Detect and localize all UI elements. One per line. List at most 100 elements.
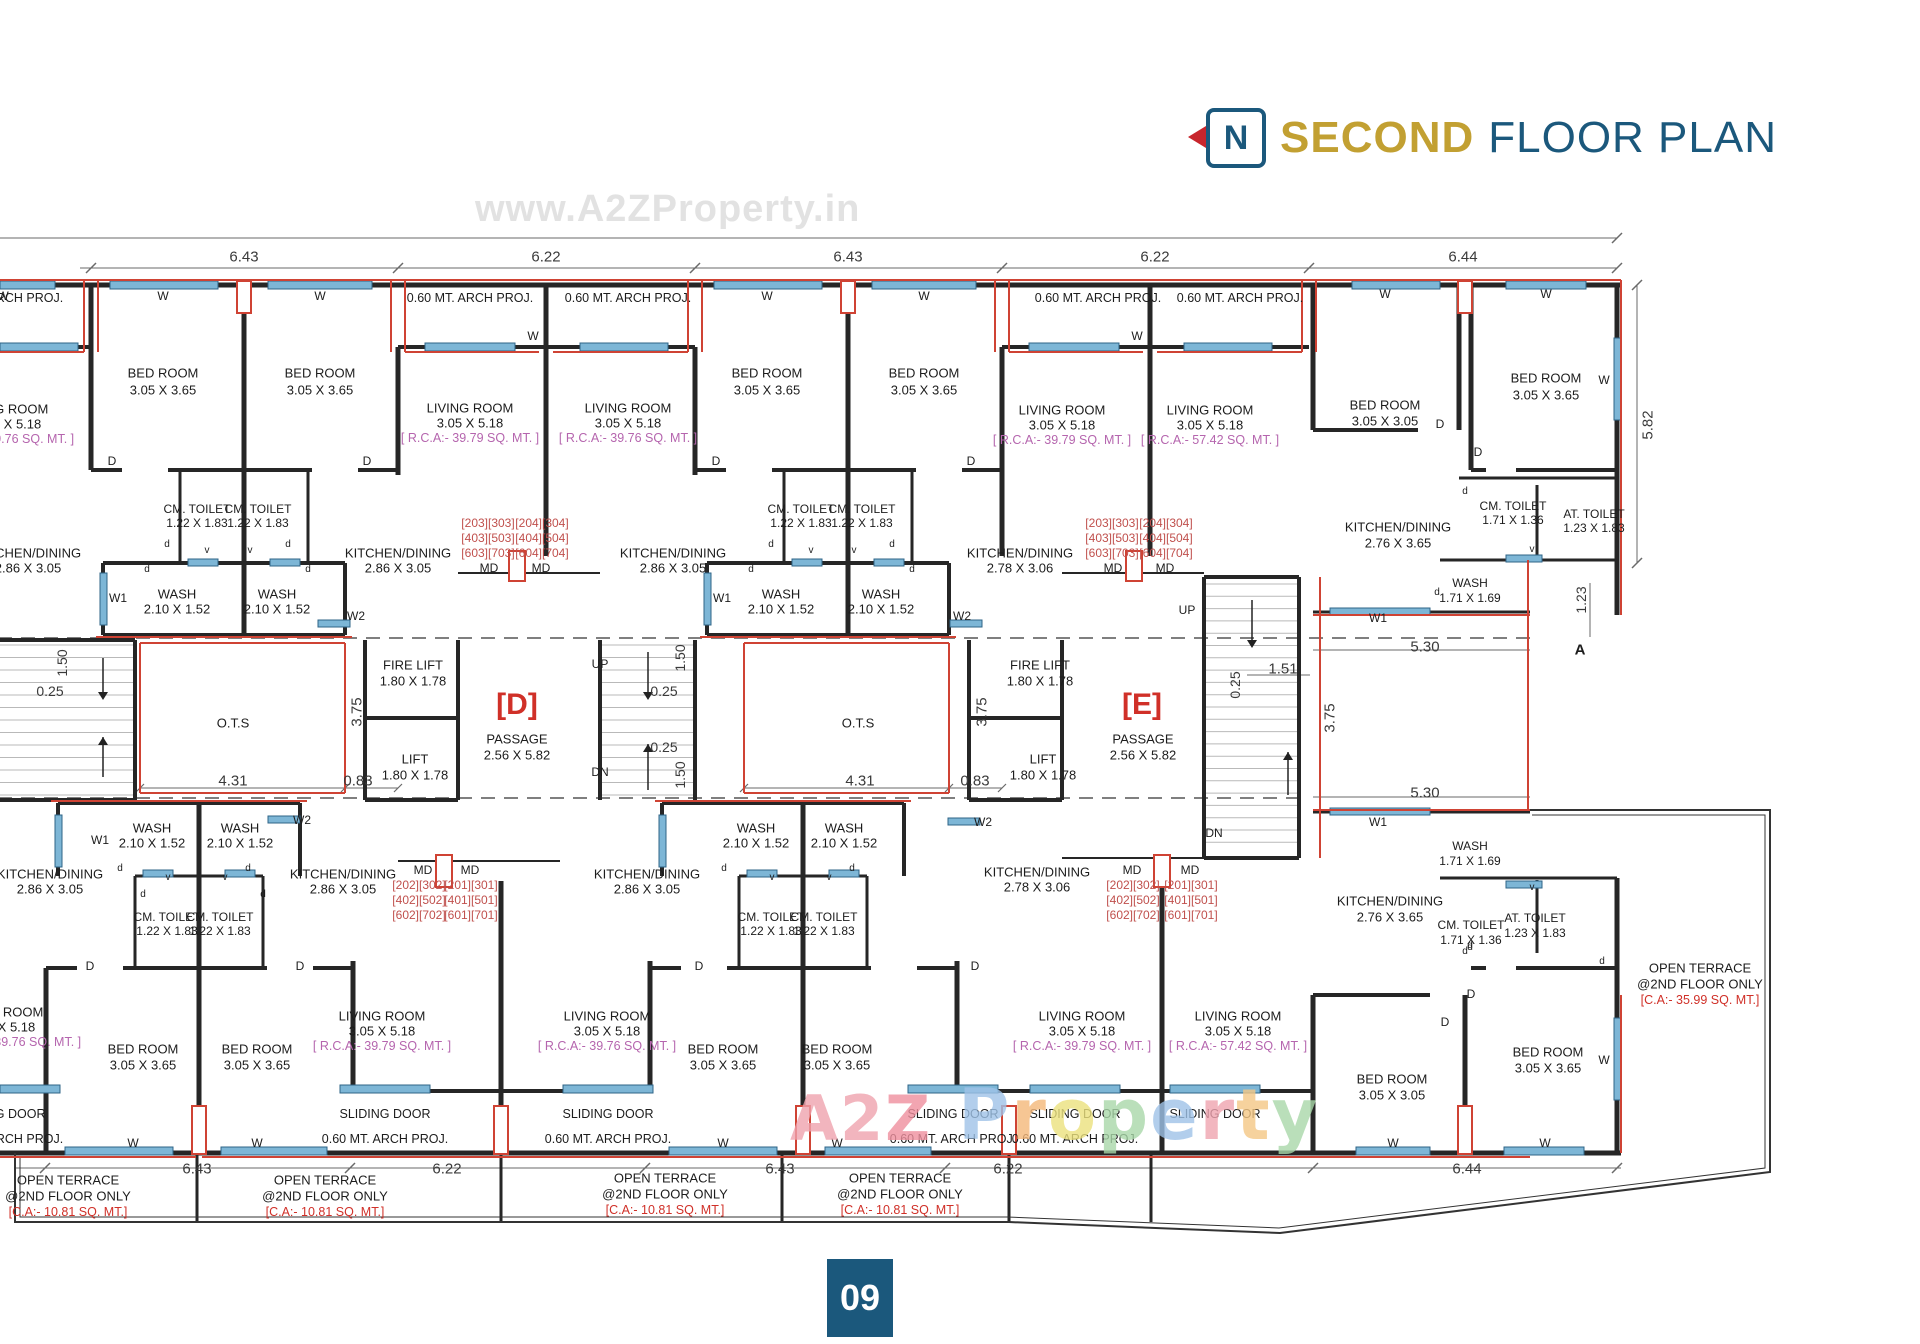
door-label: SLIDING DOOR (1169, 1106, 1261, 1121)
door-label: D (966, 454, 976, 468)
room-label: BED ROOM (1512, 1044, 1584, 1060)
brand-letter: y (1271, 1074, 1318, 1156)
room-dim: 2.78 X 3.06 (986, 560, 1054, 576)
room-rca: [ R.C.A:- 39.76 SQ. MT. ] (0, 1034, 82, 1049)
room-dim: 1.22 X 1.83 (189, 924, 251, 938)
dim-label: 0.25 (650, 739, 678, 755)
room-dim: 2.86 X 3.05 (309, 881, 377, 897)
room-label: KITCHEN/DINING (1336, 893, 1444, 909)
room-dim: 3.05 X 3.05 (1358, 1087, 1426, 1103)
window-label: W (1540, 287, 1552, 301)
dim-label: 0.25 (650, 683, 678, 699)
room-dim: 1.22 X 1.83 (227, 516, 289, 530)
room-label: LIVING ROOM (0, 401, 49, 417)
dim-bot-2: 6.22 (432, 1160, 462, 1178)
unit-numbers: [202][302] (392, 878, 446, 892)
room-ca: [C.A:- 10.81 SQ. MT.] (8, 1204, 128, 1219)
room-label: LIFT (401, 751, 429, 767)
vent-label: v (826, 872, 832, 883)
room-label: WASH (761, 586, 801, 602)
unit-numbers: [203][303] (1085, 516, 1139, 530)
door-label: d (1462, 946, 1468, 957)
stair-label: UP (1178, 603, 1196, 617)
room-label: BED ROOM (107, 1041, 179, 1057)
door-label: d (117, 863, 123, 874)
room-dim: 3.05 X 5.18 (1176, 417, 1244, 433)
vent-label: v (165, 872, 171, 883)
room-dim: 3.05 X 5.18 (1204, 1023, 1272, 1039)
room-rca: [ R.C.A:- 39.79 SQ. MT. ] (312, 1038, 452, 1053)
room-label: WASH (1452, 576, 1488, 590)
unit-numbers: [202][302] (1106, 878, 1160, 892)
vent-label: v (808, 545, 814, 556)
page-number-box: 09 (827, 1259, 893, 1337)
room-dim: 2.10 X 1.52 (722, 835, 790, 851)
room-label: CM. TOILET (1437, 918, 1505, 932)
dim-label: 5.82 (1639, 410, 1657, 440)
door-label: d (245, 863, 251, 874)
room-dim: 3.05 X 3.65 (286, 382, 354, 398)
room-dim: 3.05 X 5.18 (0, 416, 42, 432)
room-label: AT. TOILET (1563, 507, 1625, 521)
door-label: D (694, 959, 704, 973)
room-label: @2ND FLOOR ONLY (262, 1188, 388, 1204)
unit-numbers: [201][301] (444, 878, 498, 892)
door-label: D (107, 454, 117, 468)
room-label: @2ND FLOOR ONLY (5, 1188, 131, 1204)
window-label: W (717, 1136, 729, 1150)
unit-numbers: [604][704] (515, 546, 569, 560)
door-label: MD (413, 863, 433, 877)
door-label: MD (479, 561, 499, 575)
room-label: LIFT (1029, 751, 1057, 767)
door-label: d (140, 889, 146, 900)
room-label: LIVING ROOM (1166, 402, 1254, 418)
door-label: d (1467, 940, 1473, 951)
vent-label: v (1529, 882, 1535, 893)
room-dim: 3.05 X 5.18 (573, 1023, 641, 1039)
window-label: W2 (347, 609, 365, 623)
wing-label: [D] (496, 688, 538, 721)
room-rca: [ R.C.A:- 57.42 SQ. MT. ] (1168, 1038, 1308, 1053)
window-label: W (127, 1136, 139, 1150)
room-dim: 1.80 X 1.78 (381, 767, 449, 783)
room-rca: [ R.C.A:- 39.79 SQ. MT. ] (1012, 1038, 1152, 1053)
room-dim: 3.05 X 3.65 (1514, 1060, 1582, 1076)
door-label: SLIDING DOOR (562, 1106, 654, 1121)
dim-bot-3: 6.43 (765, 1160, 795, 1178)
room-ca: [C.A:- 10.81 SQ. MT.] (265, 1204, 385, 1219)
room-dim: 1.22 X 1.83 (793, 924, 855, 938)
door-label: MD (1180, 863, 1200, 877)
room-dim: 3.05 X 3.65 (733, 382, 801, 398)
stair-label: DN (1205, 826, 1223, 840)
door-label: d (144, 564, 150, 575)
room-dim: 2.10 X 1.52 (747, 601, 815, 617)
door-label: d (889, 539, 895, 550)
door-label: d (260, 889, 266, 900)
door-label: d (164, 539, 170, 550)
door-label: d (285, 539, 291, 550)
door-label: d (1462, 486, 1468, 497)
room-label: CM. TOILET (767, 502, 835, 516)
dim-label: 5.30 (1410, 784, 1440, 802)
door-label: MD (1122, 863, 1142, 877)
door-label: SLIDING DOOR (0, 1106, 46, 1121)
vent-label: v (204, 545, 210, 556)
room-label: BED ROOM (888, 365, 960, 381)
room-label: LIVING ROOM (1018, 402, 1106, 418)
door-label: D (85, 959, 95, 973)
arch-label: 0.60 MT. ARCH PROJ. (406, 290, 534, 305)
room-label: CM. TOILET (828, 502, 896, 516)
room-label: WASH (736, 820, 776, 836)
dim-label: 4.31 (218, 772, 248, 790)
dim-label: 1.50 (54, 649, 70, 677)
window-label: W (1379, 287, 1391, 301)
room-label: AT. TOILET (1504, 911, 1566, 925)
room-label: WASH (132, 820, 172, 836)
dim-label: 4.31 (845, 772, 875, 790)
door-label: D (1440, 1015, 1450, 1029)
room-dim: 3.05 X 3.65 (803, 1057, 871, 1073)
dim-label: 3.75 (973, 697, 991, 727)
room-dim: 2.86 X 3.05 (639, 560, 707, 576)
window-label: W1 (109, 591, 127, 605)
